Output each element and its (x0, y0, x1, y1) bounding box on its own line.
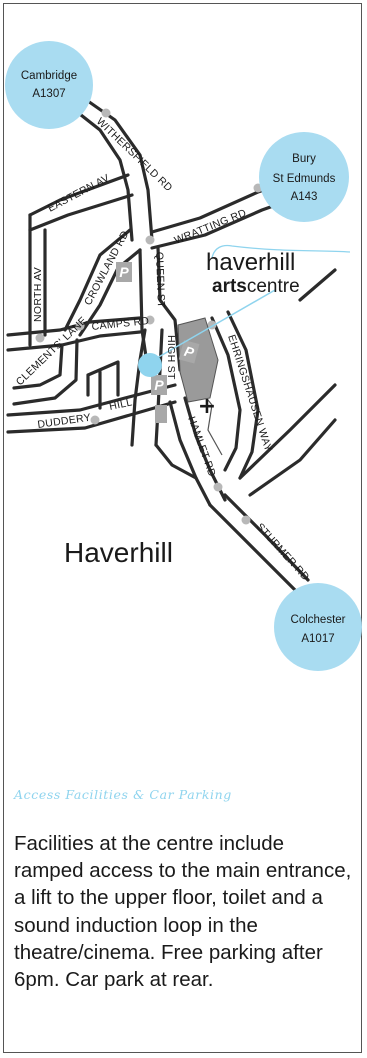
destination-circle (259, 132, 349, 222)
high-street-west (130, 328, 147, 447)
east-road-edge (248, 418, 337, 497)
hamlet-road-west (168, 400, 212, 507)
clements-lane-west (12, 343, 64, 390)
east-road-south (238, 383, 337, 480)
parking-area-bg (151, 375, 167, 395)
logo-centre: centre (247, 276, 300, 297)
junction-dot (90, 415, 100, 425)
crowland-road-west (63, 228, 132, 332)
access-facilities-heading: Access Facilities & Car Parking (14, 787, 232, 802)
clements-lane-east (12, 338, 79, 406)
arts-centre-building (177, 317, 219, 403)
parking-area-high-st: P (151, 375, 167, 395)
sturmer-road-west (208, 503, 297, 592)
queen-street-east (156, 246, 182, 372)
logo-line2: artscentre (212, 276, 300, 297)
junction-dot (241, 515, 251, 525)
road-label-eastern: EASTERN AV (46, 172, 112, 215)
parking-area-bg (178, 340, 200, 364)
road-label-hill: HILL (108, 396, 133, 413)
parking-symbol: P (154, 377, 164, 393)
road-label-ehringshausen: EHRINGSHAUSEN WAY (225, 333, 274, 453)
withersfield-road-east-edge (73, 90, 154, 242)
destination-name: Colchester (291, 614, 346, 626)
town-centre-block (86, 360, 120, 410)
destination-name-line2: St Edmunds (273, 173, 336, 185)
facilities-description: Facilities at the centre include ramped … (14, 832, 352, 992)
eastern-avenue-upper (28, 173, 130, 217)
junction-dot (145, 315, 155, 325)
junction-dot (213, 482, 223, 492)
destination-name-line1: Bury (292, 153, 316, 165)
camps-road-south (6, 330, 142, 352)
sturmer-road-east (223, 493, 310, 582)
high-street-link (154, 443, 198, 480)
junction-dot (101, 108, 111, 118)
duddery-hill-north (6, 383, 177, 417)
ehringshausen-way-east (226, 310, 260, 480)
destination-bury-st-edmunds: Bury St Edmunds A143 (259, 132, 349, 222)
parking-symbol: P (119, 264, 129, 280)
parking-area-bg (155, 405, 167, 423)
camps-road-north (6, 316, 142, 337)
logo-line1: haverhill (206, 249, 295, 276)
road-network (6, 90, 337, 592)
location-pointer-line (149, 289, 276, 363)
parking-area-arts-centre: P (178, 340, 200, 364)
destination-road: A1017 (301, 633, 334, 645)
duddery-hill-south (6, 400, 177, 434)
parking-area-small (155, 405, 167, 423)
crowland-road-east (78, 248, 142, 337)
junction-dot (75, 321, 85, 331)
road-label-queen: QUEEN ST (153, 252, 167, 309)
parking-area-bg (116, 262, 132, 282)
junction-dot (35, 333, 45, 343)
road-label-north: NORTH AV (32, 267, 44, 322)
destination-circle (5, 41, 93, 129)
road-label-high: HIGH ST (165, 335, 177, 380)
haverhill-arts-centre-logo: haverhill artscentre (206, 244, 351, 297)
eastern-avenue-lower (28, 193, 134, 232)
destination-circle (274, 583, 362, 671)
road-label-sturmer: STURMER RD (254, 521, 312, 583)
junction-dot (145, 235, 155, 245)
logo-swoosh (211, 244, 351, 259)
road-label-hamlet: HAMLET RD (185, 415, 218, 479)
east-road-north (298, 268, 337, 302)
destination-colchester: Colchester A1017 (274, 583, 362, 671)
church-icon: + (198, 394, 216, 419)
destination-name: Cambridge (21, 70, 77, 82)
location-map: P P P + WITHERSFIELD RD EASTERN AV NORTH… (5, 41, 362, 671)
page-frame (3, 3, 362, 1053)
location-marker-icon (138, 353, 162, 377)
ehringshausen-way-west (210, 316, 242, 472)
destination-road: A143 (291, 191, 318, 203)
destination-road: A1307 (32, 88, 65, 100)
withersfield-road-west-edge (60, 98, 134, 242)
destination-cambridge: Cambridge A1307 (5, 41, 93, 129)
parking-area-queen-st: P (116, 262, 132, 282)
logo-arts: arts (212, 276, 247, 297)
town-name: Haverhill (64, 537, 173, 568)
